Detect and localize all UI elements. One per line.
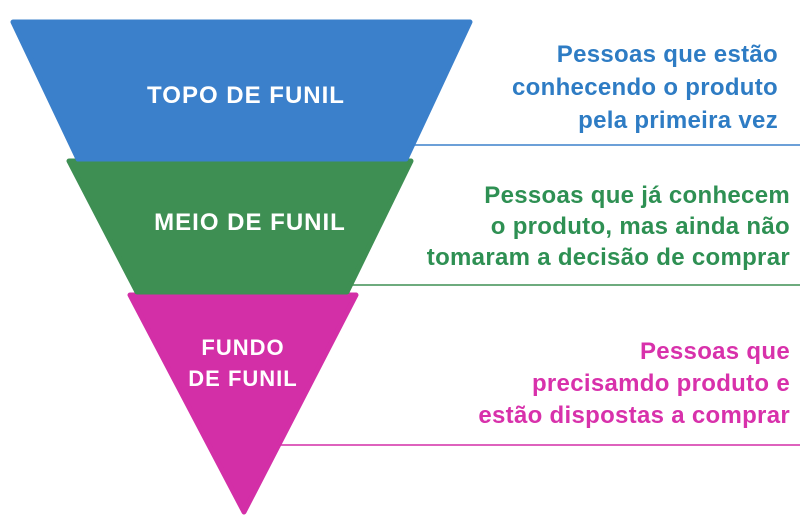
description-line: Pessoas que estão xyxy=(556,41,778,68)
funnel-stage-description-topo: Pessoas que estão conhecendo o produto p… xyxy=(512,38,778,137)
description-line: estão dispostas a comprar xyxy=(478,402,790,429)
description-line: tomaram a decisão de comprar xyxy=(426,244,790,271)
description-line: pela primeira vez xyxy=(578,107,778,134)
description-line: Pessoas que xyxy=(639,338,790,365)
description-line: o produto, mas ainda não xyxy=(490,213,790,240)
description-line: precisamdo produto e xyxy=(531,370,790,397)
funnel-stage-label-topo: TOPO DE FUNIL xyxy=(147,82,345,109)
description-line: Pessoas que já conhecem xyxy=(484,182,790,209)
description-line: conhecendo o produto xyxy=(512,74,778,101)
funnel-stage-shape-topo xyxy=(10,19,473,162)
funnel-stage-label-fundo-line1: FUNDO xyxy=(201,335,285,360)
funnel-stage-description-meio: Pessoas que já conhecem o produto, mas a… xyxy=(427,180,790,273)
funnel-stage-label-fundo: FUNDO DE FUNIL xyxy=(143,332,343,394)
funnel-stage-label-meio: MEIO DE FUNIL xyxy=(154,209,346,236)
funnel-stage-description-fundo: Pessoas que precisamdo produto e estão d… xyxy=(478,336,790,432)
funnel-stage-shape-fundo xyxy=(127,292,359,515)
funnel-stage-label-fundo-line2: DE FUNIL xyxy=(188,366,298,391)
